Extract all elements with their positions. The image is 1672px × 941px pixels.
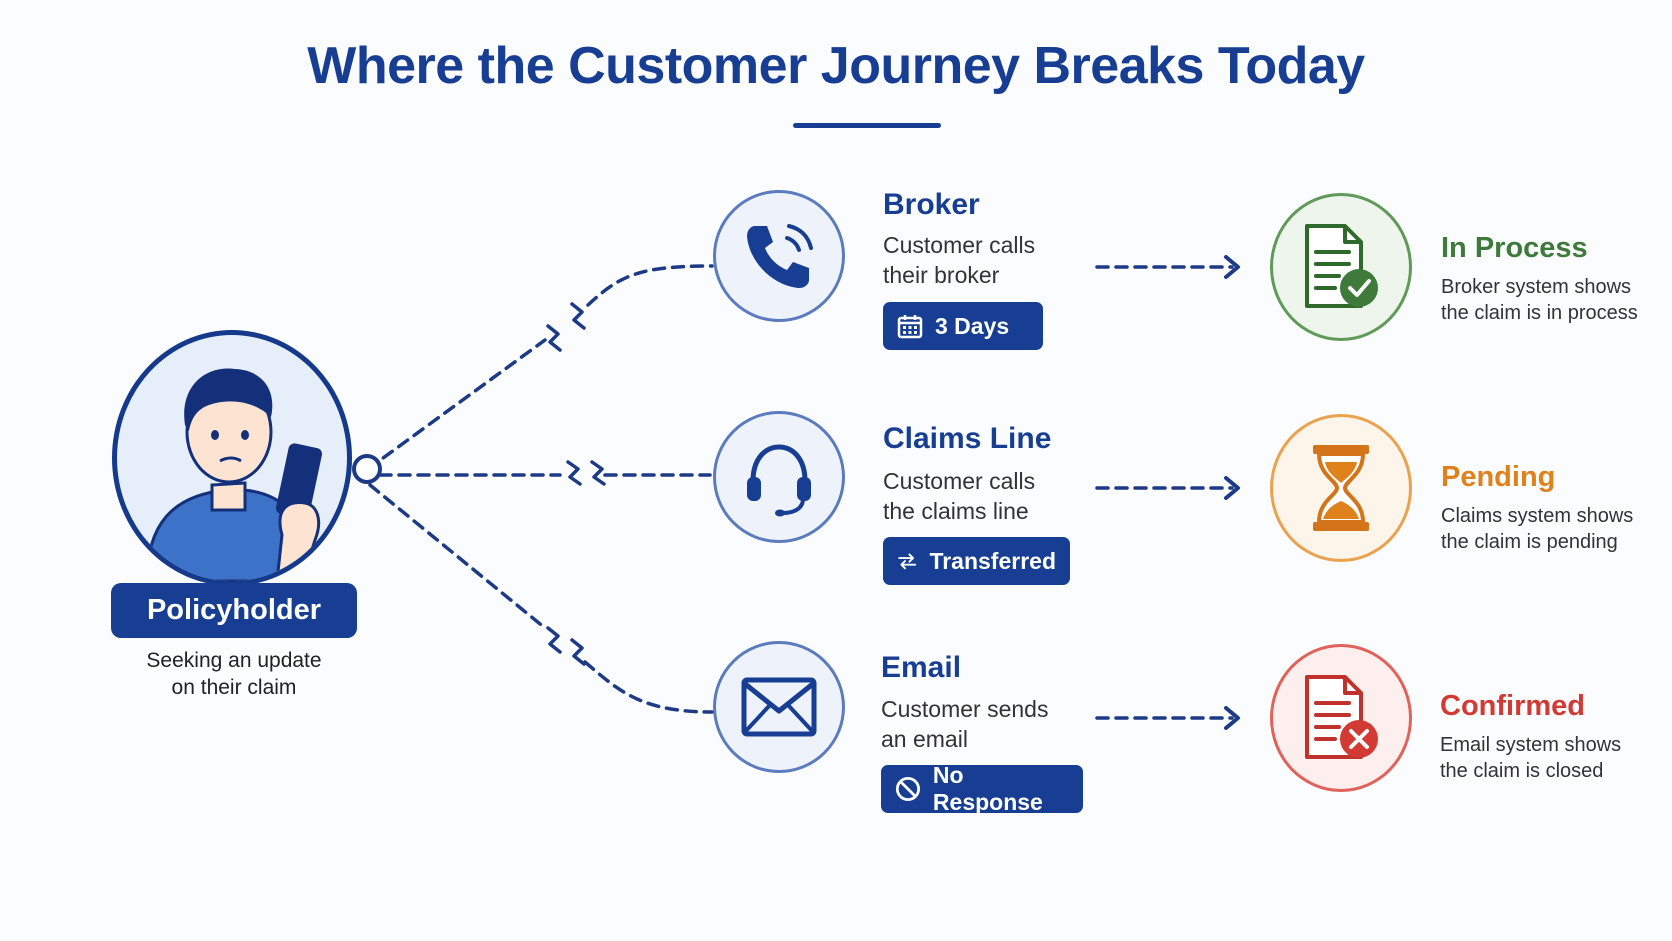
document-x-icon	[1305, 675, 1378, 759]
channel-email-title: Email	[881, 651, 962, 684]
channel-claims-line-badge-label: Transferred	[929, 547, 1056, 574]
policyholder-avatar	[112, 330, 352, 586]
connector-to-broker-end	[586, 264, 714, 307]
policyholder-subtitle: Seeking an update on their claim	[146, 649, 322, 699]
transfer-arrows-icon	[898, 553, 917, 570]
channel-broker-description: Customer calls their broker	[883, 232, 1036, 288]
channel-broker-badge-label: 3 Days	[935, 312, 1010, 339]
prohibited-icon	[895, 776, 920, 802]
arrowhead-email	[1224, 706, 1240, 730]
channel-claims-line-description: Customer calls the claims line	[883, 468, 1036, 524]
document-check-icon	[1305, 224, 1378, 308]
headset-icon	[747, 444, 811, 517]
status-confirmed-description: Email system shows the claim is closed	[1440, 734, 1622, 782]
channel-claims-line-title: Claims Line	[883, 422, 1052, 455]
phone-icon	[747, 224, 813, 288]
page-title: Where the Customer Journey Breaks Today	[307, 37, 1365, 95]
arrowhead-claims	[1224, 476, 1240, 500]
status-in-process-title: In Process	[1441, 232, 1588, 264]
policyholder-label: Policyholder	[111, 583, 357, 638]
break-zigzag-broker-1	[546, 324, 562, 352]
calendar-icon	[897, 315, 923, 339]
envelope-icon	[741, 677, 817, 737]
break-zigzag-broker-2	[570, 302, 586, 330]
connector-to-broker	[366, 338, 547, 471]
arrowhead-broker	[1224, 255, 1240, 279]
origin-node	[352, 454, 382, 484]
channel-claims-line-badge: Transferred	[883, 537, 1070, 585]
channel-broker-circle	[713, 190, 845, 322]
status-pending-title: Pending	[1441, 461, 1556, 493]
title-underline	[793, 123, 941, 128]
break-zigzag-email-1	[546, 626, 562, 654]
channel-broker-badge: 3 Days	[883, 302, 1043, 350]
channel-email-description: Customer sends an email	[881, 696, 1049, 752]
status-in-process-description: Broker system shows the claim is in proc…	[1441, 276, 1638, 324]
person-with-phone-icon	[145, 368, 322, 581]
channel-claims-line-circle	[713, 411, 845, 543]
break-zigzag-claims-2	[590, 460, 606, 486]
connector-to-email	[368, 483, 547, 630]
connector-to-email-end	[583, 660, 714, 714]
status-confirmed-title: Confirmed	[1440, 690, 1585, 722]
channel-email-circle	[713, 641, 845, 773]
status-in-process-circle	[1270, 193, 1412, 341]
break-zigzag-email-2	[570, 638, 586, 666]
channel-email-badge: No Response	[881, 762, 1083, 815]
channel-broker-title: Broker	[883, 188, 980, 221]
status-pending-circle	[1270, 414, 1412, 562]
break-zigzag-claims-1	[566, 460, 582, 486]
hourglass-icon	[1313, 445, 1369, 531]
status-pending-description: Claims system shows the claim is pending	[1441, 505, 1634, 553]
channel-email-badge-label: No Response	[932, 762, 1043, 815]
status-confirmed-circle	[1270, 644, 1412, 792]
